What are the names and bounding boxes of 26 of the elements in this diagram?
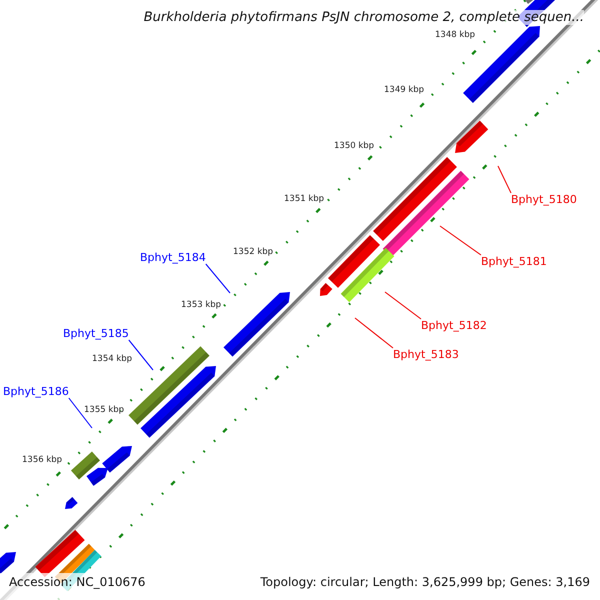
leader-line [128, 340, 154, 370]
leader-line [354, 318, 394, 348]
gene-label: Bphyt_5185 [63, 327, 129, 340]
leader-line [440, 226, 482, 256]
accession-text: Accession: NC_010676 [9, 575, 146, 589]
tick-label: 1350 kbp [334, 141, 374, 151]
title: Burkholderia phytofirmans PsJN chromosome 2, complete sequen... [144, 10, 584, 25]
tick-label: 1348 kbp [435, 30, 476, 40]
gene-label: Bphyt_5184 [140, 251, 206, 264]
leader-line [384, 292, 422, 320]
tick-label: 1352 kbp [233, 247, 274, 257]
leader-line [205, 264, 230, 294]
gene-label: Bphyt_5180 [511, 193, 577, 206]
tick-label: 1356 kbp [22, 455, 62, 465]
gene-label: Bphyt_5181 [481, 255, 547, 268]
tick-label: 1354 kbp [92, 354, 132, 364]
leader-line [68, 398, 92, 428]
summary-text: Topology: circular; Length: 3,625,999 bp; Genes: 3,169 [260, 575, 590, 589]
gene-label: Bphyt_5186 [3, 385, 69, 398]
tick-label: 1351 kbp [284, 194, 324, 204]
tick-label: 1353 kbp [181, 300, 222, 310]
gene-label: Bphyt_5182 [421, 319, 487, 332]
tick-label: 1349 kbp [384, 85, 424, 95]
gene-label: Bphyt_5183 [393, 348, 459, 361]
tick-label: 1355 kbp [84, 405, 124, 415]
leader-line [498, 166, 512, 194]
